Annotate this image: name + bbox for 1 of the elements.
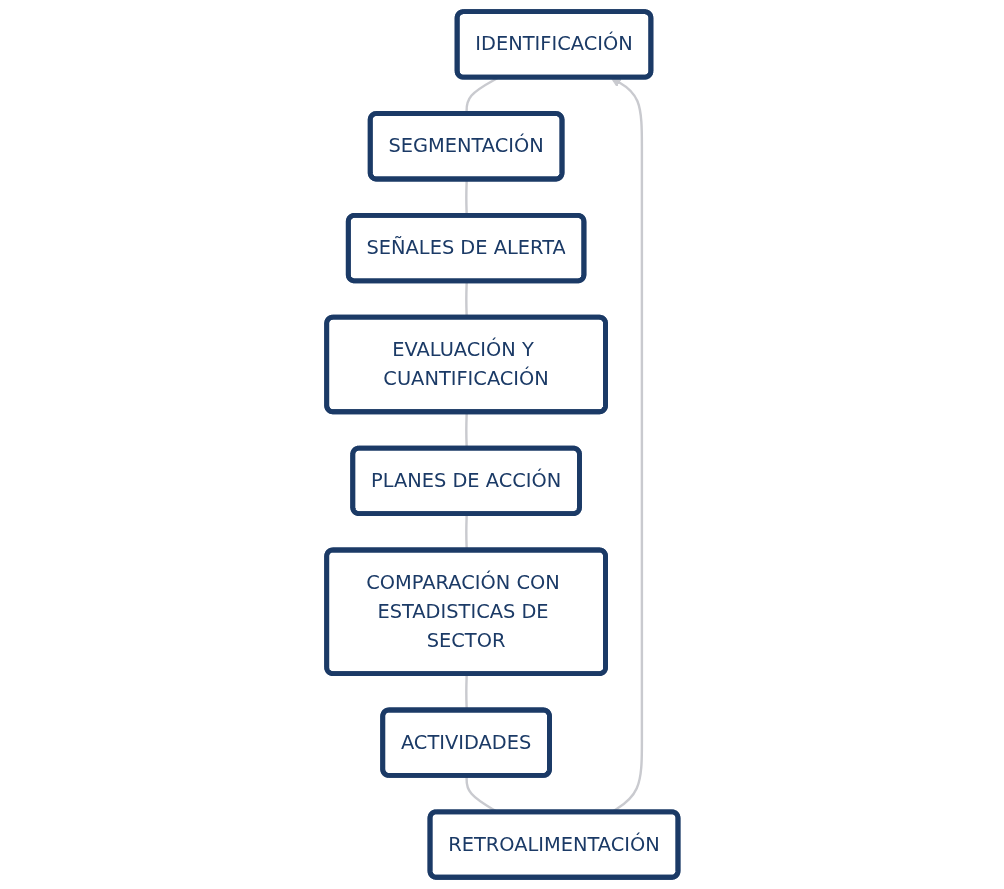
connector	[464, 674, 468, 711]
